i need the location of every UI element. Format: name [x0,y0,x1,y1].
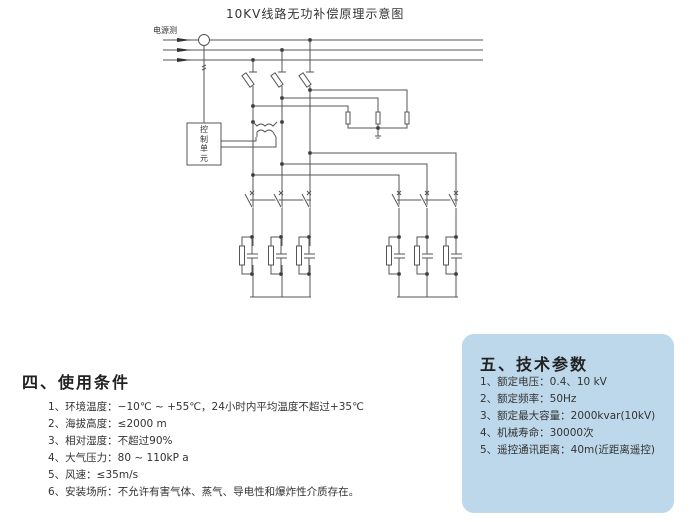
resistor-icon [268,245,274,266]
arrester-branch [251,88,410,139]
current-transformer [198,34,210,123]
capacitor-branch [386,190,405,276]
control-wiring [186,122,277,166]
control-unit: 控 制 单 元 [187,123,221,165]
resistor-icon [239,245,245,266]
tech-param-item: 1、额定电压：0.4、10 kV [480,376,607,388]
tech-param-item: 2、额定频率：50Hz [480,393,577,405]
tech-param-item: 5、遥控通讯距离：40m(近距离遥控) [480,444,655,456]
capacitor-banks [239,190,462,298]
switch-contact-icon [306,190,312,196]
condition-item: 1、环境温度：−10℃ ~ +55℃，24小时内平均温度不超过+35℃ [48,401,364,413]
conditions-heading: 四、使用条件 [22,373,131,392]
voltage-transformer [251,120,284,138]
resistor-icon [386,245,392,266]
switch-contact-icon [249,190,255,196]
diagram-title: 10KV线路无功补偿原理示意图 [226,7,405,21]
resistor-icon [296,245,302,266]
tech-params-panel: 五、技术参数 1、额定电压：0.4、10 kV 2、额定频率：50Hz 3、额定… [462,334,674,513]
tech-params-heading: 五、技术参数 [480,355,589,374]
switch-contact-icon [453,190,459,196]
switch-blade [273,193,282,208]
capacitor-branch [239,190,258,276]
switch-blade [244,193,253,208]
switch-contact-icon [278,190,284,196]
capacitor-branch [268,190,287,276]
resistor-icon [443,245,449,266]
switch-blade [301,193,310,208]
source-side-label: 电源测 [153,26,177,35]
switch-blade [419,193,428,208]
control-unit-char: 制 [200,134,208,144]
tech-param-item: 3、额定最大容量：2000kvar(10kV) [480,410,656,422]
switch-contact-icon [424,190,430,196]
conditions-section: 四、使用条件 1、环境温度：−10℃ ~ +55℃，24小时内平均温度不超过+3… [22,369,364,501]
switch-contact-icon [396,190,402,196]
tech-param-item: 4、机械寿命：30000次 [480,427,594,439]
condition-item: 4、大气压力：80 ~ 110kP a [48,452,189,464]
switch-blade [448,193,457,208]
busbars [163,38,483,62]
resistor-icon [414,245,420,266]
condition-item: 5、风速：≤35m/s [48,469,139,481]
condition-item: 6、安装场所：不允许有害气体、蒸气、导电性和爆炸性介质存在。 [48,486,360,498]
compensation-circuit-diagram [163,34,483,298]
fuse-icons [241,72,312,88]
condition-item: 2、海拔高度：≤2000 m [48,418,167,430]
capacitor-branch [414,190,433,276]
capacitor-branch [296,190,315,276]
condition-item: 3、相对湿度：不超过90% [48,435,173,447]
control-unit-char: 控 [200,125,208,134]
control-unit-char: 元 [200,153,208,163]
switch-blade [391,193,400,208]
capacitor-branch [443,190,462,276]
control-unit-char: 单 [200,144,208,153]
